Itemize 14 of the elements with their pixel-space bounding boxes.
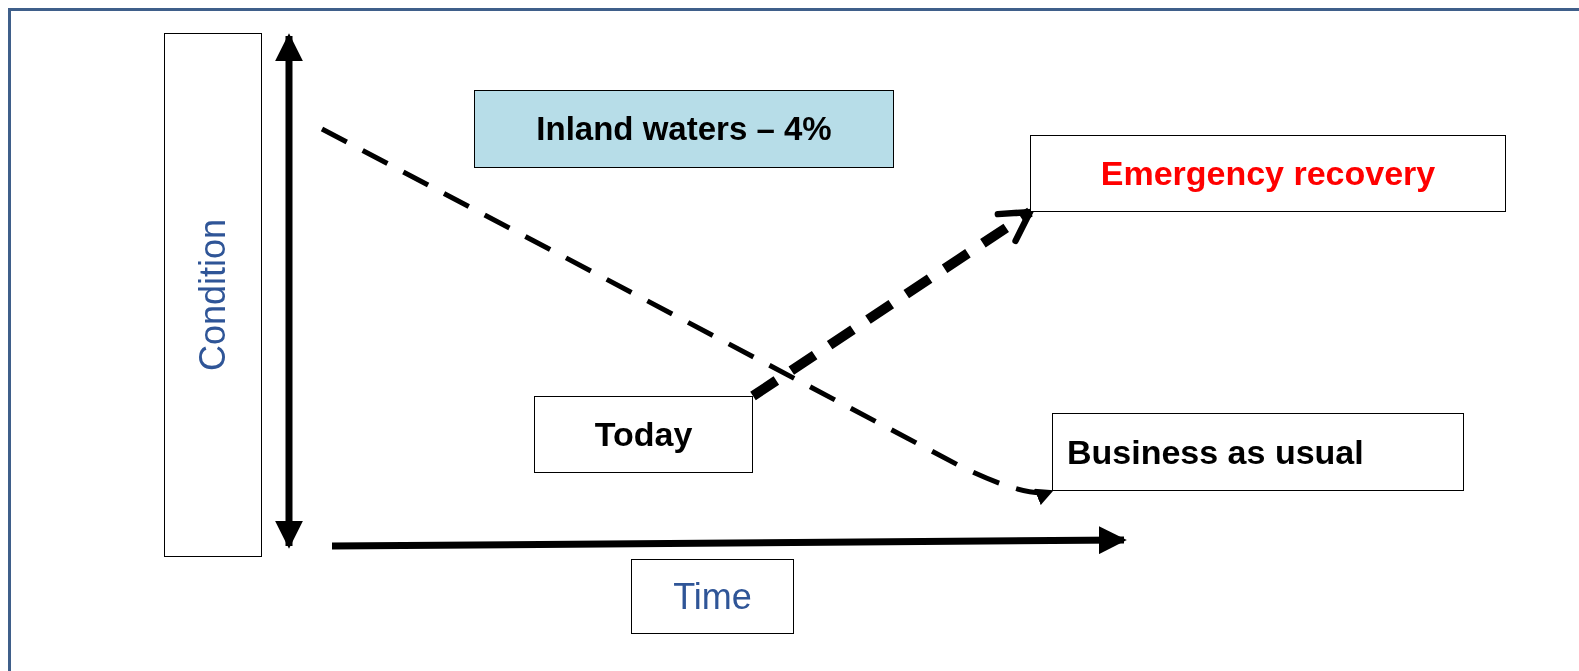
box-label: Inland waters – 4%: [536, 110, 832, 148]
axis-label: Condition: [192, 218, 234, 372]
outcome-box: [1030, 135, 1506, 212]
category-box: [474, 90, 894, 168]
axis-label-box: [164, 33, 262, 557]
dashed-arrow: [320, 126, 1054, 504]
dashed-arrow: [750, 207, 1034, 401]
axis-label-box: [631, 559, 794, 634]
box-label: Business as usual: [1067, 432, 1364, 472]
box-label: Emergency recovery: [1100, 154, 1436, 193]
time-point-box: [534, 396, 753, 473]
box-label: Today: [594, 415, 693, 454]
box-label: Time: [673, 575, 752, 618]
outcome-box: [1052, 413, 1464, 491]
